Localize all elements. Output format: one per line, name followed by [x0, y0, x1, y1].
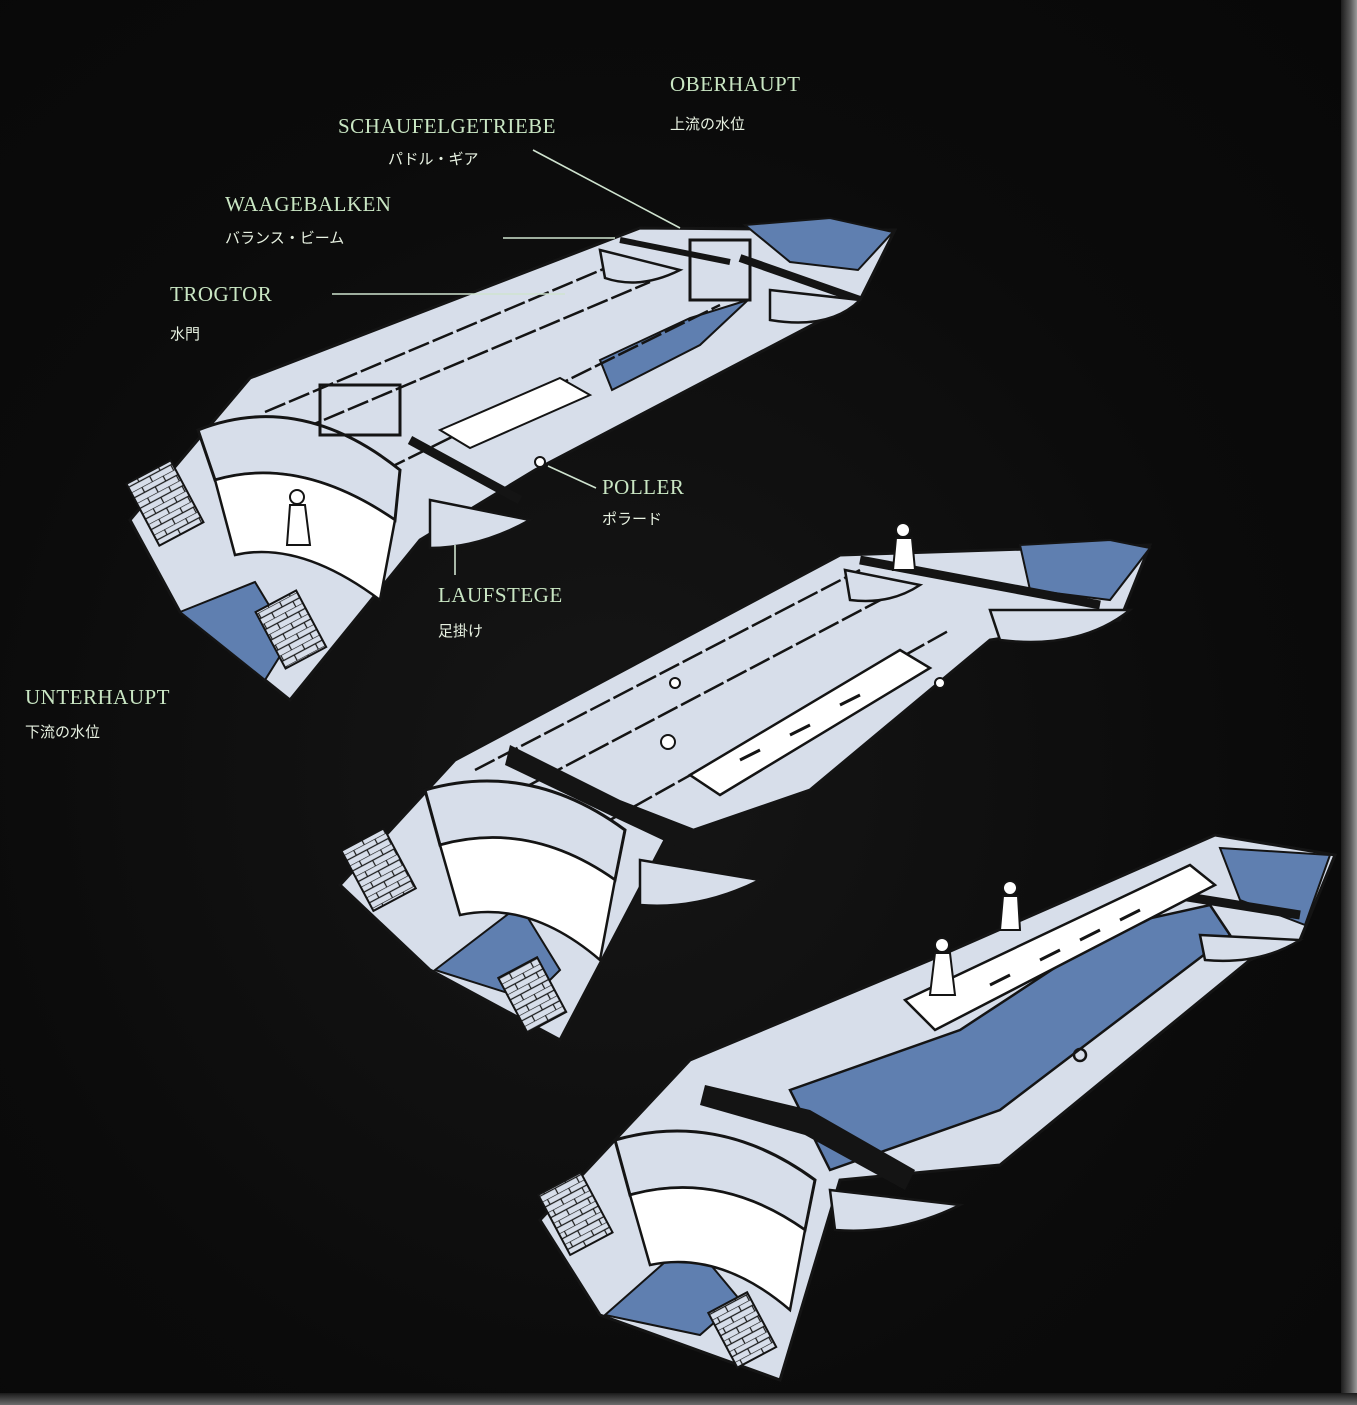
label-oberhaupt-ja: 上流の水位: [670, 115, 746, 133]
lock-top-chamber-water: [598, 299, 749, 392]
lock-middle-bollard: [934, 677, 946, 689]
lock-bottom-steps-right: [706, 1290, 778, 1369]
lock-top-upper-water: [742, 216, 895, 272]
lock-bottom-bollard: [1072, 1047, 1088, 1063]
lock-middle-upper-water: [1018, 538, 1152, 602]
lock-bottom-boat: [902, 863, 1218, 1032]
label-waagebalken-ja: バランス・ビーム: [225, 229, 345, 247]
lock-bottom-walkway-upper: [1198, 933, 1305, 963]
lock-bottom-boat-windows: [989, 908, 1141, 987]
label-trogtor: TROGTOR: [170, 282, 273, 306]
lock-top: [125, 216, 898, 703]
label-poller-ja: ポラード: [602, 510, 663, 528]
leader-lines: [332, 149, 681, 575]
lock-middle-boat-windows: [739, 693, 861, 762]
lock-top-steps-right: [254, 589, 328, 670]
lock-top-walkway-upper: [768, 288, 863, 324]
lock-middle-figure-body: [891, 537, 917, 571]
lock-middle-lower-beam: [505, 745, 710, 860]
lock-top-figure-head: [289, 489, 305, 505]
leader-poller: [547, 465, 597, 489]
board-edge-right: [1341, 0, 1357, 1405]
lock-middle-walkway-upper-2: [843, 568, 924, 603]
lock-bottom-figure-head: [934, 937, 950, 953]
lock-bottom-figure-2-body: [998, 895, 1022, 931]
lock-middle-boat: [687, 648, 933, 797]
lock-middle-bridge-underside: [438, 836, 617, 963]
label-poller: POLLER: [602, 475, 685, 499]
lock-top-upper-gate: [688, 238, 752, 302]
lock-bottom-lower-beam: [700, 1085, 915, 1190]
lock-top-figure-body: [285, 504, 312, 546]
lock-middle-walkway-upper: [988, 608, 1134, 644]
lock-top-upper-beam: [738, 254, 862, 304]
lock-middle-figure-2-head: [660, 734, 676, 750]
label-schaufelgetriebe: SCHAUFELGETRIEBE: [338, 114, 556, 138]
lock-middle-figure-head: [895, 522, 911, 538]
lock-bottom-figure-body: [928, 952, 957, 996]
lock-bottom-figure-2-head: [1002, 880, 1018, 896]
lock-bottom-steps-left: [536, 1171, 614, 1257]
lock-top-upper-beam-2: [619, 237, 731, 265]
label-waagebalken: WAAGEBALKEN: [225, 192, 392, 216]
label-schaufelgetriebe-ja: パドル・ギア: [388, 150, 479, 168]
lock-top-lower-beam: [407, 436, 523, 504]
lock-bottom-walkway-lower: [828, 1188, 965, 1232]
label-trogtor-ja: 水門: [170, 325, 201, 343]
leader-schaufelgetriebe: [532, 149, 681, 229]
label-laufstege: LAUFSTEGE: [438, 583, 563, 607]
lock-middle-walkway-lower: [638, 858, 764, 907]
lock-middle-steps-left: [340, 826, 418, 913]
lock-bottom-bridge-underside: [628, 1186, 807, 1313]
board-edge-bottom: [0, 1393, 1357, 1405]
lock-bottom-upper-beam: [1174, 890, 1301, 920]
lock-top-walkway-lower: [428, 498, 534, 550]
label-unterhaupt-ja: 下流の水位: [25, 723, 101, 741]
lock-middle-bollard-2: [669, 677, 681, 689]
label-unterhaupt: UNTERHAUPT: [25, 685, 170, 709]
label-oberhaupt: OBERHAUPT: [670, 72, 801, 96]
lock-top-bollard: [534, 456, 546, 468]
lock-bottom: [536, 833, 1338, 1382]
lock-top-walkway-upper-2: [598, 248, 684, 284]
lock-middle-steps-right: [496, 955, 568, 1034]
lock-top-steps-left: [125, 459, 205, 547]
lock-top-boat: [437, 376, 593, 450]
label-laufstege-ja: 足掛け: [438, 622, 484, 640]
lock-top-lower-gate: [318, 383, 402, 437]
lock-bottom-upper-water: [1218, 846, 1332, 927]
lock-middle: [337, 522, 1153, 1043]
